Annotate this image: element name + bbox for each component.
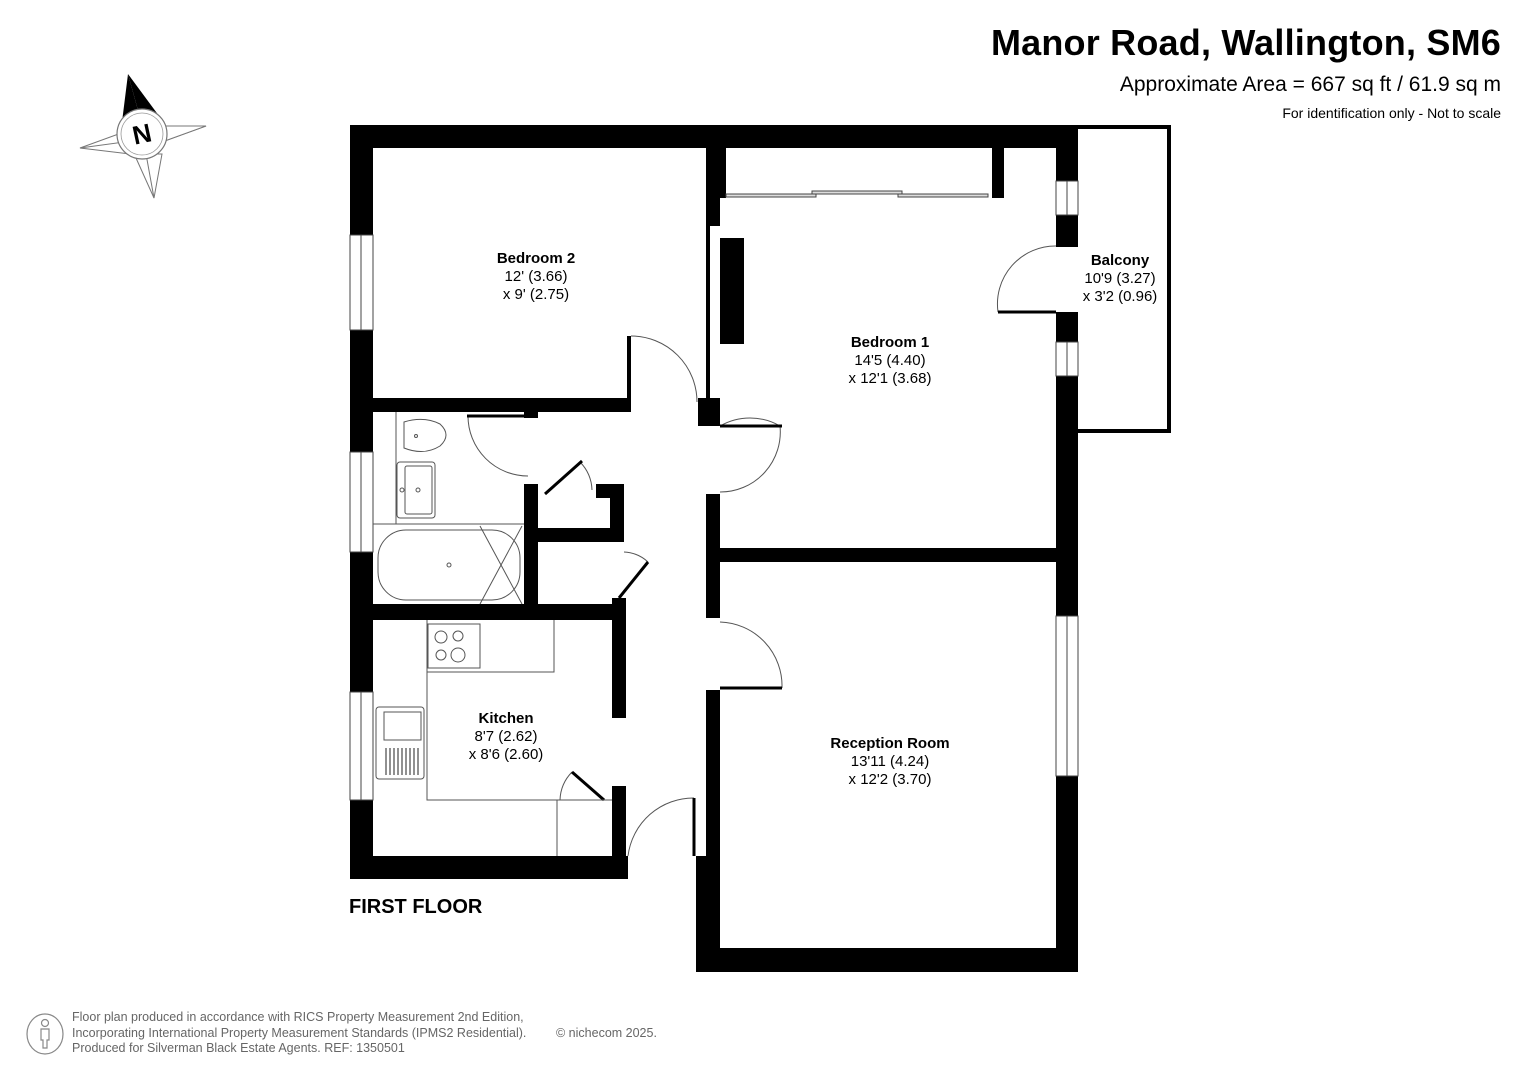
footer-line-1: Floor plan produced in accordance with R… <box>72 1010 524 1024</box>
person-info-icon <box>25 1012 65 1061</box>
room-dimension: x 3'2 (0.96) <box>1082 288 1158 305</box>
approximate-area: Approximate Area = 667 sq ft / 61.9 sq m <box>1119 73 1501 96</box>
room-dimension: x 12'2 (3.70) <box>848 771 932 788</box>
scale-disclaimer: For identification only - Not to scale <box>1282 105 1501 121</box>
footer-credits: Floor plan produced in accordance with R… <box>72 1010 657 1057</box>
bathroom-fixtures <box>373 412 524 605</box>
room-dimension: x 8'6 (2.60) <box>468 746 544 763</box>
room-name: Balcony <box>1090 252 1150 269</box>
windows <box>349 180 1079 801</box>
room-dimension: 10'9 (3.27) <box>1084 270 1156 287</box>
room-name: Bedroom 2 <box>496 250 576 267</box>
floor-label: FIRST FLOOR <box>349 896 483 918</box>
north-arrow-icon: N <box>78 70 210 207</box>
wardrobe-doors <box>725 190 989 198</box>
room-dimension: 8'7 (2.62) <box>474 728 538 745</box>
copyright: © nichecom 2025. <box>556 1025 657 1040</box>
walls <box>350 125 1078 972</box>
room-dimension: 14'5 (4.40) <box>854 352 926 369</box>
kitchen-fixtures <box>375 620 612 856</box>
room-dimension: x 9' (2.75) <box>502 286 570 303</box>
room-bedroom-2: Bedroom 2 12' (3.66) x 9' (2.75) <box>497 250 575 304</box>
room-bedroom-1: Bedroom 1 14'5 (4.40) x 12'1 (3.68) <box>849 334 932 388</box>
balcony-outline <box>1078 125 1171 433</box>
footer-line-3: Produced for Silverman Black Estate Agen… <box>72 1041 405 1055</box>
room-dimension: 12' (3.66) <box>504 268 568 285</box>
room-kitchen: Kitchen 8'7 (2.62) x 8'6 (2.60) <box>469 710 544 764</box>
room-name: Bedroom 1 <box>850 334 930 351</box>
property-title: Manor Road, Wallington, SM6 <box>990 22 1501 63</box>
room-dimension: 13'11 (4.24) <box>850 753 930 770</box>
room-balcony: Balcony 10'9 (3.27) x 3'2 (0.96) <box>1083 252 1158 306</box>
room-dimension: x 12'1 (3.68) <box>848 370 932 387</box>
door-swings <box>467 245 1057 857</box>
room-name: Reception Room <box>830 735 950 752</box>
door-leaves <box>467 310 1056 856</box>
room-reception: Reception Room 13'11 (4.24) x 12'2 (3.70… <box>830 735 949 789</box>
footer-line-2: Incorporating International Property Mea… <box>72 1025 527 1040</box>
room-name: Kitchen <box>478 710 534 727</box>
